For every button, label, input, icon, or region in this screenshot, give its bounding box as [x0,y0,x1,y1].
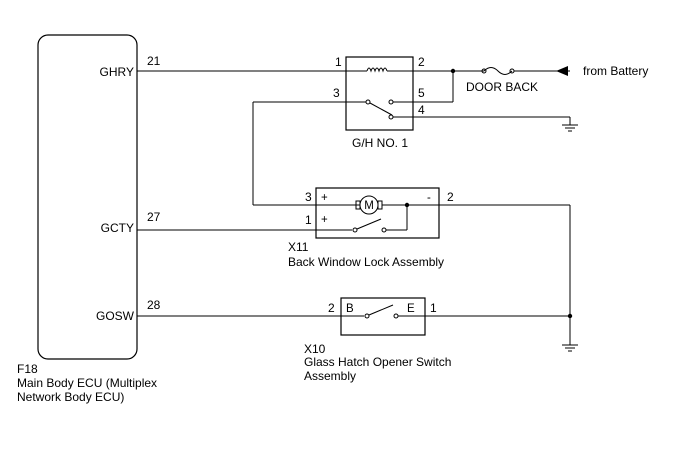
lock-pin-1: 1 [305,213,312,227]
opener-pin-2: 2 [328,301,335,315]
arrow-left-icon [556,66,568,76]
motor-icon [355,195,383,215]
ecu-name-line2: Network Body ECU) [17,390,124,404]
relay-pin-1: 1 [335,55,342,69]
relay-switch-icon [346,99,413,120]
opener-name-line2: Assembly [304,369,356,383]
relay-body [345,56,414,131]
ecu-pin-number-21: 21 [147,54,161,68]
opener-terminal-b: B [346,303,354,315]
relay-pin-4: 4 [418,103,425,117]
lock-minus-sign: - [427,192,431,204]
ecu-pin-label-gcty: GCTY [101,221,134,235]
ecu-body [37,34,138,360]
battery-label: from Battery [583,64,648,78]
opener-connector-code: X10 [304,342,326,356]
lock-assembly-body [315,187,440,239]
lock-pin-3: 3 [305,190,312,204]
opener-pin-1: 1 [430,301,437,315]
fuse-icon [483,67,513,75]
motor-symbol: M [364,200,374,212]
opener-terminal-e: E [407,303,415,315]
opener-name-line1: Glass Hatch Opener Switch [304,355,451,369]
ecu-pin-label-gosw: GOSW [96,309,135,323]
relay-pin-2: 2 [418,55,425,69]
fuse-name: DOOR BACK [466,80,538,94]
lock-plus-sign-motor: + [321,192,328,204]
ecu-connector-code: F18 [17,362,38,376]
relay-name: G/H NO. 1 [352,136,408,150]
ecu-name-line1: Main Body ECU (Multiplex [17,376,157,390]
lock-plus-sign-switch: + [321,214,328,226]
opener-switch-icon [341,304,425,319]
ecu-pin-number-28: 28 [147,298,161,312]
ecu-pin-number-27: 27 [147,210,161,224]
relay-pin-3: 3 [333,86,340,100]
lock-assembly-name: Back Window Lock Assembly [288,255,444,269]
lock-connector-code: X11 [288,240,309,254]
lock-pin-2: 2 [447,190,454,204]
fuse-terminal-left [481,68,487,74]
relay-pin-5: 5 [418,86,425,100]
relay-coil-icon [346,67,413,73]
ecu-pin-label-ghry: GHRY [100,65,134,79]
lock-switch-icon [316,218,407,233]
ground-icon [562,124,578,132]
ground-icon [562,344,578,352]
